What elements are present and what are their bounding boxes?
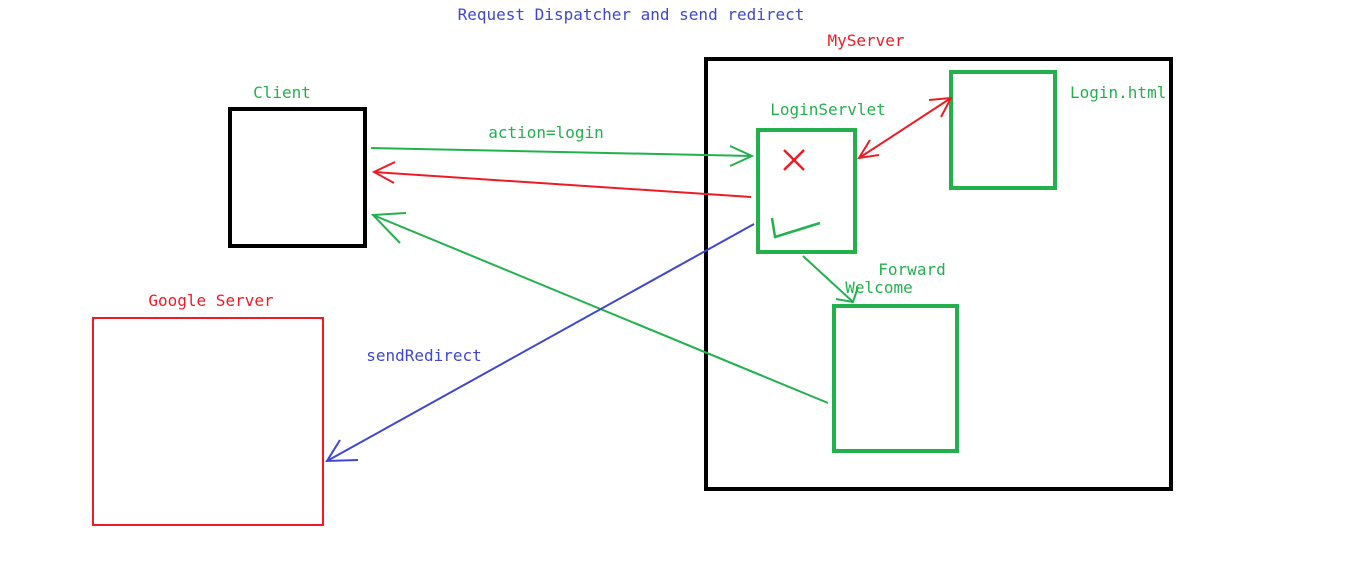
forward-arrow xyxy=(802,255,859,304)
forward-arrow-label: Forward xyxy=(878,260,945,279)
welcome-box xyxy=(832,304,959,453)
client-box xyxy=(228,107,367,248)
diagram-title: Request Dispatcher and send redirect xyxy=(458,5,805,24)
failure-response-arrow xyxy=(371,161,752,198)
welcome-label: Welcome xyxy=(845,278,912,297)
login-servlet-box xyxy=(756,128,857,254)
google-server-box xyxy=(92,317,324,526)
send-redirect-arrow xyxy=(325,223,755,463)
send-redirect-arrow-label: sendRedirect xyxy=(366,346,482,365)
success-check-mark xyxy=(770,217,821,239)
failure-cross-mark xyxy=(783,149,805,171)
request-arrow-label: action=login xyxy=(488,123,604,142)
login-html-label: Login.html xyxy=(1070,83,1166,102)
request-arrow xyxy=(370,145,755,167)
client-label: Client xyxy=(253,83,311,102)
login-html-box xyxy=(949,70,1057,190)
myserver-label: MyServer xyxy=(827,31,904,50)
google-server-label: Google Server xyxy=(148,291,274,310)
servlet-html-arrow xyxy=(857,96,953,160)
myserver-box xyxy=(704,57,1173,491)
login-servlet-label: LoginServlet xyxy=(770,100,886,119)
